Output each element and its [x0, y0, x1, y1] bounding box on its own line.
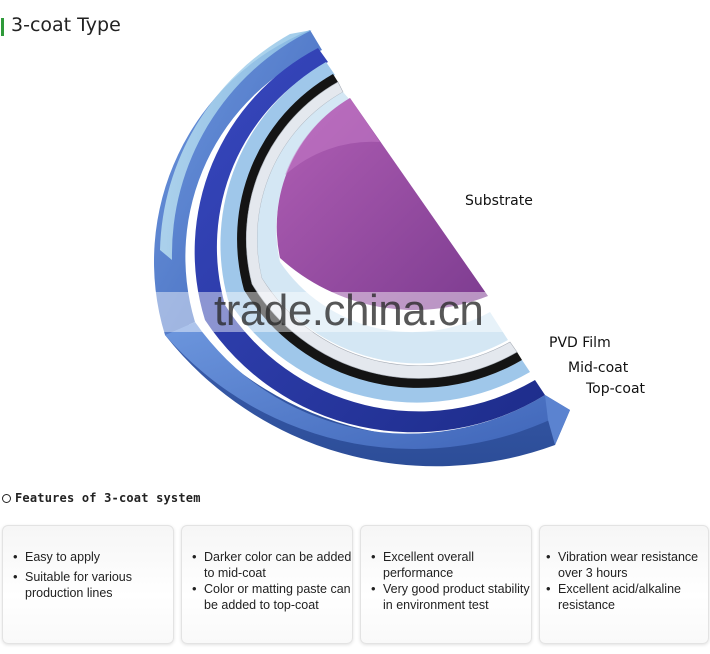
outer-highlight	[160, 30, 312, 260]
label-pvd-film: PVD Film	[549, 335, 611, 351]
circle-bullet-icon	[2, 494, 11, 503]
inner-glass	[257, 92, 508, 364]
feature-item: Easy to apply	[13, 549, 173, 565]
label-mid-coat: Mid-coat	[568, 360, 629, 376]
feature-item: Excellent acid/alkaline resistance	[546, 581, 708, 613]
feature-item: Very good product stability in environme…	[371, 581, 531, 613]
substrate-highlight	[285, 98, 380, 175]
page-title: 3-coat Type	[11, 14, 121, 36]
edge-light	[545, 395, 570, 445]
feature-item: Darker color can be added to mid-coat	[192, 549, 352, 581]
feature-card-3: Excellent overall performance Very good …	[360, 525, 532, 644]
layer-illustration	[153, 30, 570, 467]
substrate-layer	[276, 98, 488, 310]
coating-layers-diagram: trade.china.cn Substrate PVD Film Mid-co…	[140, 30, 646, 467]
top-coat-layer	[153, 30, 322, 335]
label-top-coat: Top-coat	[586, 381, 646, 397]
feature-card-4: Vibration wear resistance over 3 hours E…	[539, 525, 709, 644]
features-title: Features of 3-coat system	[15, 491, 201, 505]
feature-card-2: Darker color can be added to mid-coat Co…	[181, 525, 353, 644]
feature-item: Color or matting paste can be added to t…	[192, 581, 352, 613]
feature-item: Vibration wear resistance over 3 hours	[546, 549, 708, 581]
features-header: Features of 3-coat system	[2, 491, 702, 509]
mid-coat-layer	[194, 48, 545, 433]
feature-item: Suitable for various production lines	[13, 569, 173, 601]
watermark-band	[140, 292, 520, 332]
title-accent-bar	[1, 18, 4, 36]
feature-item: Excellent overall performance	[371, 549, 531, 581]
top-coat-face	[165, 322, 570, 449]
feature-card-1: Easy to apply Suitable for various produ…	[2, 525, 174, 644]
watermark-text: trade.china.cn	[214, 286, 484, 335]
label-substrate: Substrate	[465, 193, 533, 209]
page-header: 3-coat Type	[0, 12, 710, 40]
